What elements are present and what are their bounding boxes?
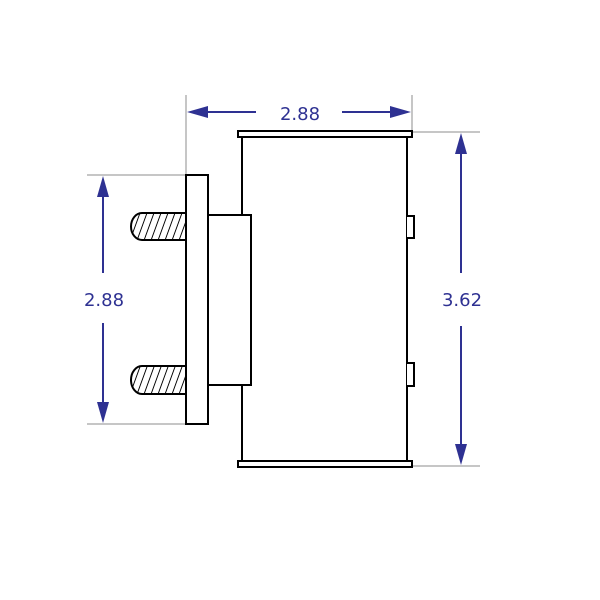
dimension-width: [187, 106, 411, 118]
tab-lower: [407, 362, 415, 387]
body: [241, 136, 408, 462]
dimension-plate-height-label: 2.88: [84, 290, 124, 311]
screw-lower: [130, 365, 187, 395]
dimension-total-height-label: 3.62: [442, 290, 482, 311]
top-plate: [237, 130, 413, 138]
extension-lines: [87, 95, 480, 467]
dimension-width-label: 2.88: [280, 104, 320, 125]
mount-part: [130, 130, 415, 468]
tab-upper: [407, 215, 415, 239]
bottom-plate: [237, 460, 413, 468]
dimension-total-height: [455, 133, 467, 465]
dimension-plate-height: [97, 176, 109, 423]
screw-upper: [130, 212, 187, 241]
wall-plate: [185, 174, 209, 425]
inner-block: [207, 214, 252, 386]
